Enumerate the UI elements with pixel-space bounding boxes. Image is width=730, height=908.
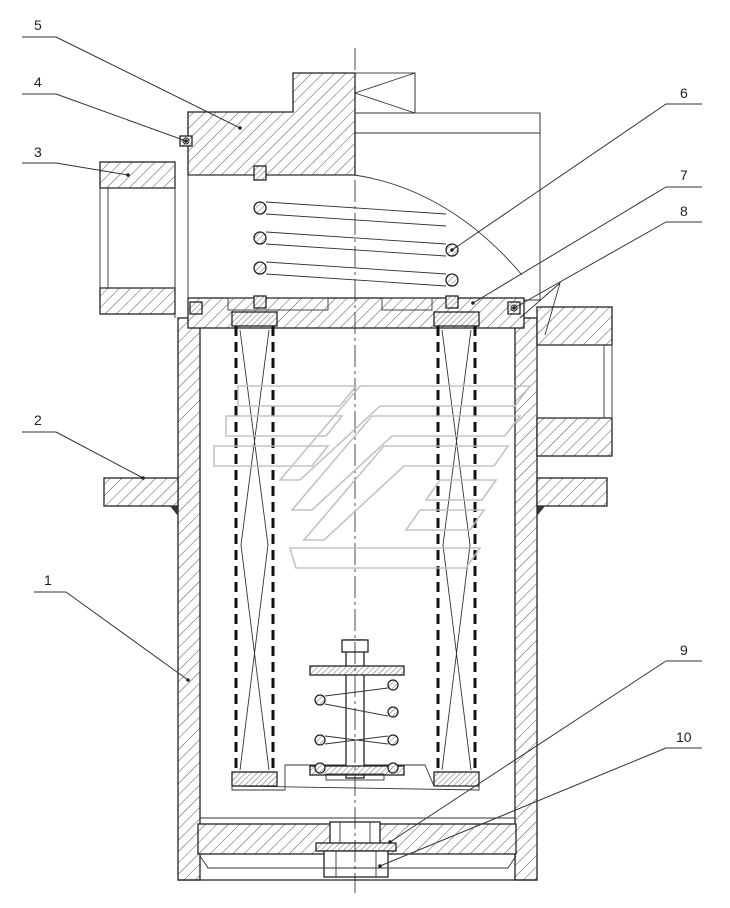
callout-1: 1 [34,572,190,682]
housing-body [177,317,538,881]
callout-label-1: 1 [44,572,52,588]
callout-label-2: 2 [34,412,42,428]
callout-4: 4 [22,74,188,143]
callout-label-5: 5 [34,17,42,33]
callout-10: 10 [378,729,702,868]
center-rod-assembly [309,639,405,781]
callout-label-10: 10 [676,729,692,745]
callout-label-4: 4 [34,74,42,90]
callout-label-6: 6 [680,85,688,101]
inlet-port [99,161,176,318]
callout-3: 3 [22,144,130,177]
bypass-spring [253,165,459,309]
callout-label-8: 8 [680,203,688,219]
callout-label-3: 3 [34,144,42,160]
callout-label-7: 7 [680,167,688,183]
callout-label-9: 9 [680,642,688,658]
watermark [213,385,532,569]
callout-8: 8 [512,203,702,310]
mounting-flange [103,477,608,516]
callout-2: 2 [22,412,145,480]
callout-6: 6 [450,85,702,252]
callout-9: 9 [388,642,702,844]
outlet-port [536,306,613,457]
filter-element [231,311,480,791]
valve-plate [187,281,561,336]
callout-5: 5 [22,17,242,130]
cover-head [187,72,541,301]
callout-7: 7 [471,167,702,305]
bottom-plate [178,821,537,881]
